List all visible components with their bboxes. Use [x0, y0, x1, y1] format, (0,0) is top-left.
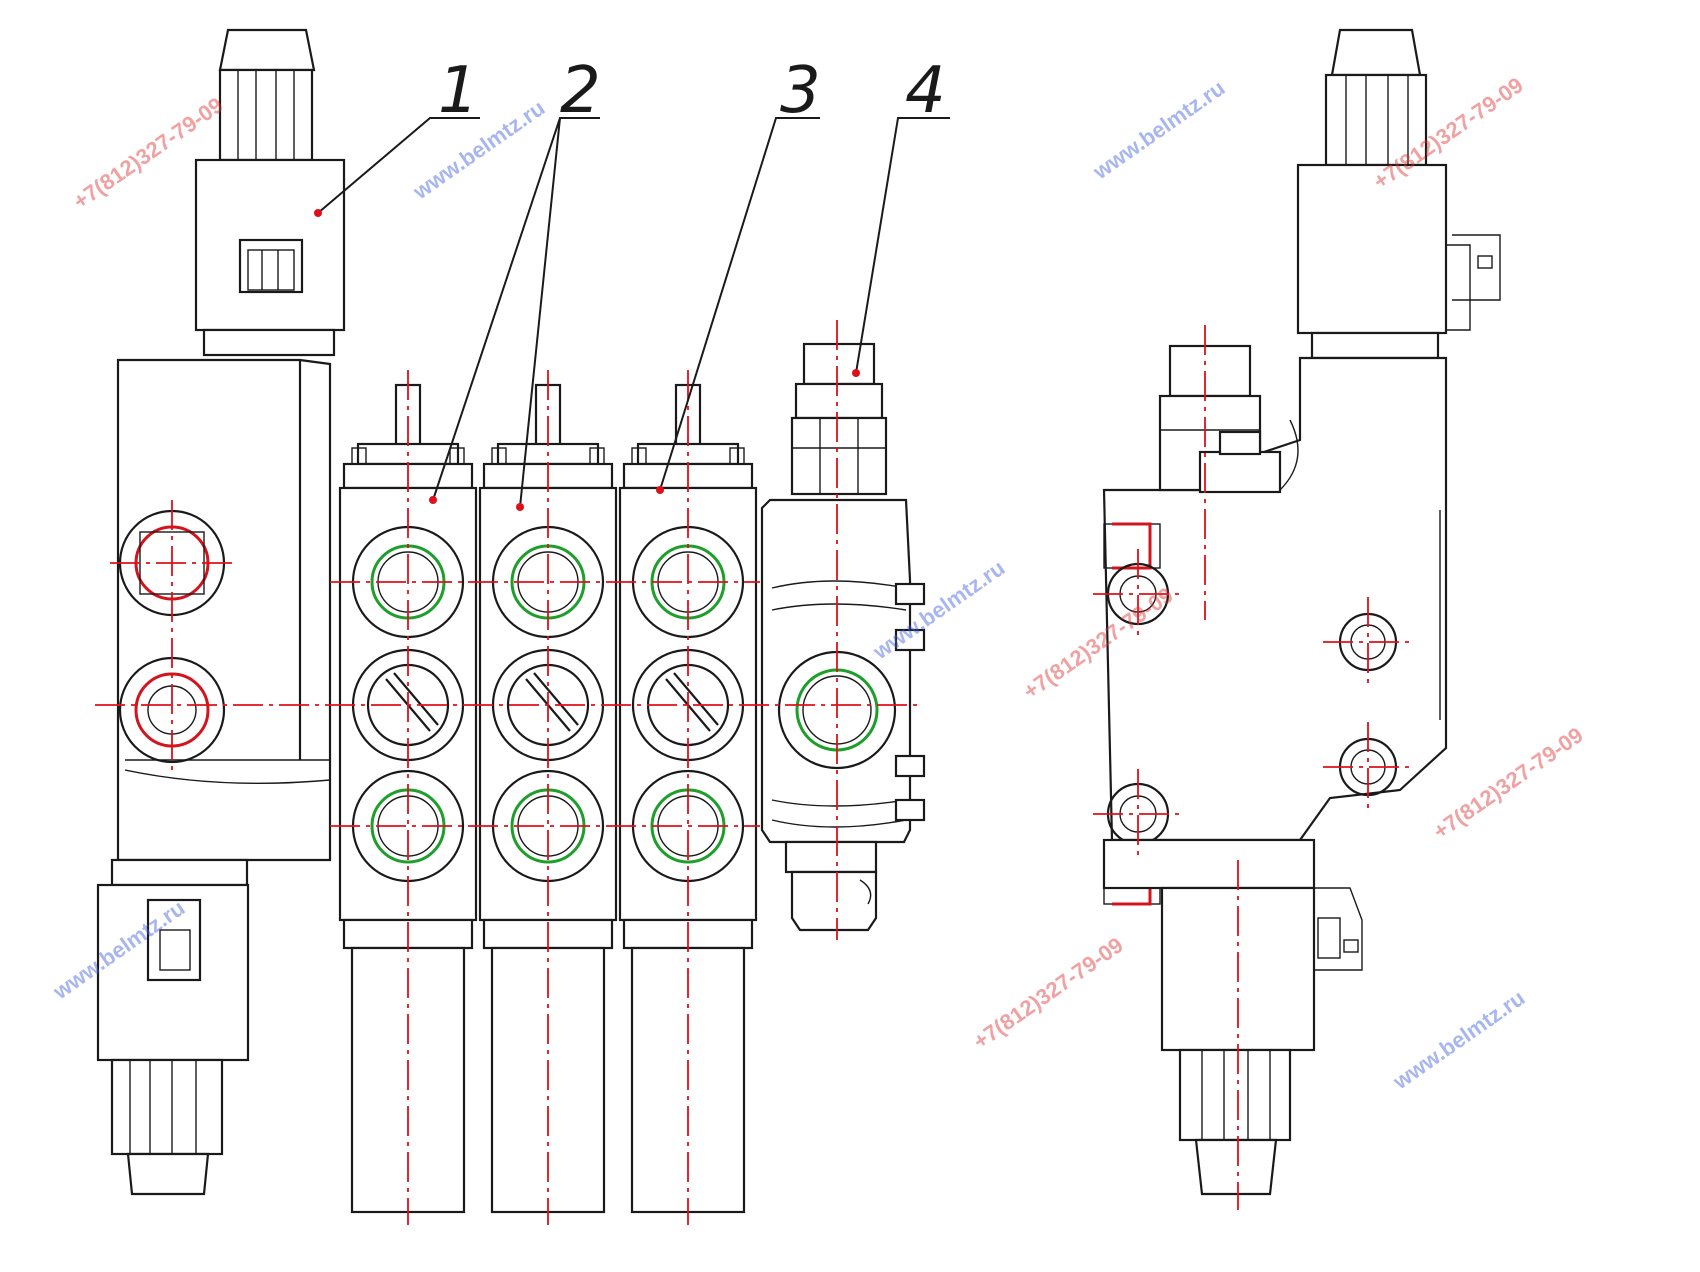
bolt-head [449, 447, 465, 465]
plug-slot [533, 672, 579, 726]
plug-slot [393, 672, 439, 726]
watermark-site: www.belmtz.ru [1088, 75, 1230, 185]
center-lines [95, 320, 1413, 1225]
right-end-block [760, 342, 926, 932]
bottom-solenoid [96, 858, 250, 1196]
callout-1: 1 [438, 54, 479, 128]
callout-4: 4 [905, 54, 946, 128]
bolt-head [729, 447, 745, 465]
callout-3: 3 [780, 54, 821, 128]
callout-2: 2 [560, 54, 601, 128]
bolt-head [631, 447, 647, 465]
bolt-head [491, 447, 507, 465]
callout-leaders [314, 117, 950, 511]
watermark-phone: +7(812)327-79-09 [1429, 722, 1588, 844]
side-view [1102, 28, 1501, 1196]
watermark-phone: +7(812)327-79-09 [969, 932, 1128, 1054]
plug-slot [673, 672, 719, 726]
top-solenoid [194, 28, 346, 357]
watermark-site: www.belmtz.ru [1388, 985, 1530, 1095]
bolt-head [351, 447, 367, 465]
bolt-head [589, 447, 605, 465]
left-end-block [116, 358, 332, 862]
